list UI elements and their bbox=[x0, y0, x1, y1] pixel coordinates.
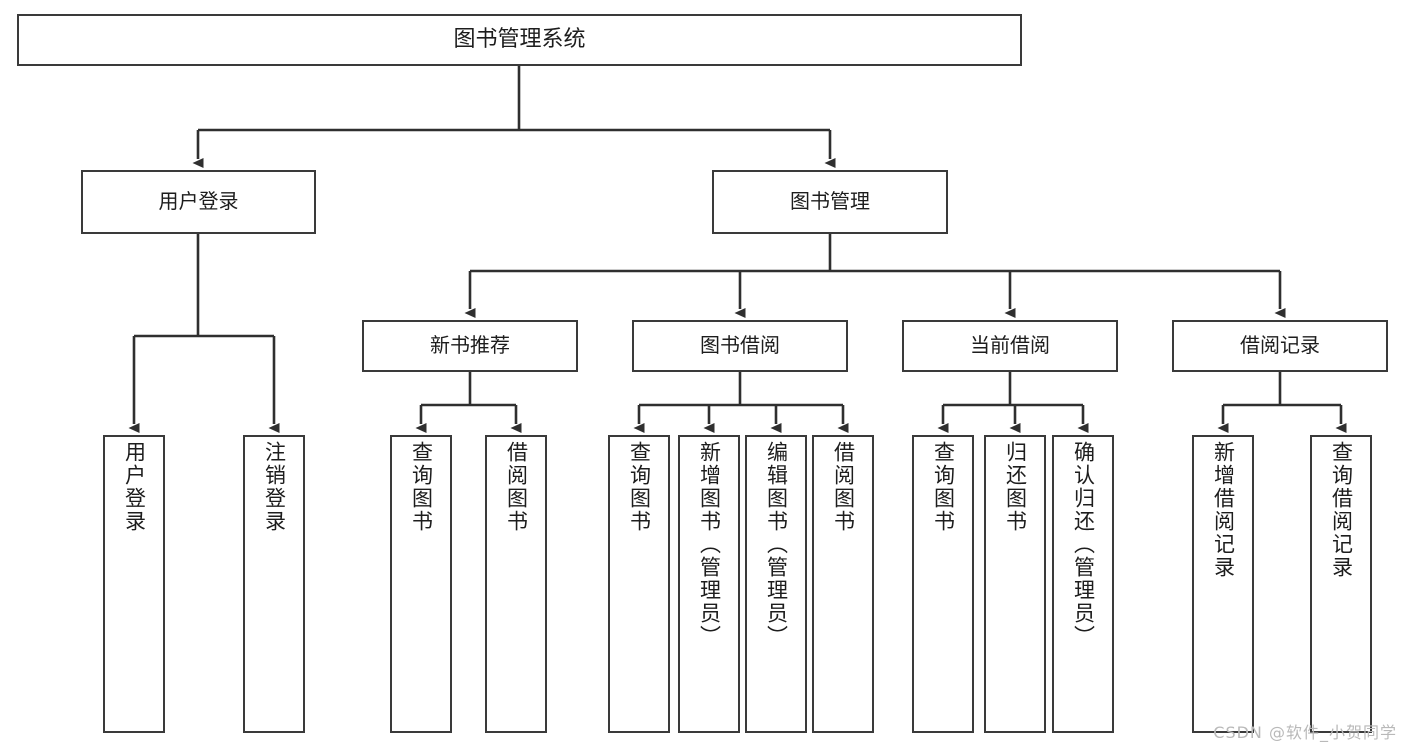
node-leaf-confirm-return-label: 确认归还（管理员） bbox=[1071, 441, 1096, 648]
node-leaf-user-logout[interactable]: 注销登录 bbox=[243, 435, 305, 733]
node-leaf-user-login[interactable]: 用户登录 bbox=[103, 435, 165, 733]
node-leaf-edit-book-label: 编辑图书（管理员） bbox=[764, 441, 789, 648]
node-current-borrow-label: 当前借阅 bbox=[970, 333, 1050, 358]
node-leaf-query-record-label: 查询借阅记录 bbox=[1329, 441, 1354, 579]
node-user-login-label: 用户登录 bbox=[158, 189, 239, 214]
node-leaf-query-book-1[interactable]: 查询图书 bbox=[390, 435, 452, 733]
node-borrow-record-label: 借阅记录 bbox=[1240, 333, 1320, 358]
node-book-borrow-label: 图书借阅 bbox=[700, 333, 780, 358]
node-leaf-return-book[interactable]: 归还图书 bbox=[984, 435, 1046, 733]
node-current-borrow[interactable]: 当前借阅 bbox=[902, 320, 1118, 372]
node-root-label: 图书管理系统 bbox=[453, 27, 586, 53]
node-leaf-return-book-label: 归还图书 bbox=[1003, 441, 1028, 533]
node-leaf-confirm-return[interactable]: 确认归还（管理员） bbox=[1052, 435, 1114, 733]
node-leaf-add-record[interactable]: 新增借阅记录 bbox=[1192, 435, 1254, 733]
node-leaf-user-logout-label: 注销登录 bbox=[262, 441, 287, 533]
node-new-book-recommend-label: 新书推荐 bbox=[430, 333, 510, 358]
node-book-borrow[interactable]: 图书借阅 bbox=[632, 320, 848, 372]
node-root[interactable]: 图书管理系统 bbox=[17, 14, 1022, 66]
node-leaf-borrow-book-1[interactable]: 借阅图书 bbox=[485, 435, 547, 733]
node-leaf-add-book[interactable]: 新增图书（管理员） bbox=[678, 435, 740, 733]
node-leaf-borrow-book-1-label: 借阅图书 bbox=[504, 441, 529, 533]
node-leaf-query-book-2-label: 查询图书 bbox=[627, 441, 652, 533]
node-leaf-edit-book[interactable]: 编辑图书（管理员） bbox=[745, 435, 807, 733]
node-leaf-query-record[interactable]: 查询借阅记录 bbox=[1310, 435, 1372, 733]
node-leaf-borrow-book-2-label: 借阅图书 bbox=[831, 441, 856, 533]
node-book-management[interactable]: 图书管理 bbox=[712, 170, 948, 234]
node-leaf-query-book-2[interactable]: 查询图书 bbox=[608, 435, 670, 733]
node-leaf-query-book-3[interactable]: 查询图书 bbox=[912, 435, 974, 733]
node-user-login[interactable]: 用户登录 bbox=[81, 170, 316, 234]
node-new-book-recommend[interactable]: 新书推荐 bbox=[362, 320, 578, 372]
node-borrow-record[interactable]: 借阅记录 bbox=[1172, 320, 1388, 372]
node-leaf-borrow-book-2[interactable]: 借阅图书 bbox=[812, 435, 874, 733]
node-leaf-add-record-label: 新增借阅记录 bbox=[1211, 441, 1236, 579]
node-leaf-query-book-1-label: 查询图书 bbox=[409, 441, 434, 533]
node-book-management-label: 图书管理 bbox=[790, 189, 870, 214]
node-leaf-query-book-3-label: 查询图书 bbox=[931, 441, 956, 533]
node-leaf-user-login-label: 用户登录 bbox=[122, 441, 147, 533]
node-leaf-add-book-label: 新增图书（管理员） bbox=[697, 441, 722, 648]
